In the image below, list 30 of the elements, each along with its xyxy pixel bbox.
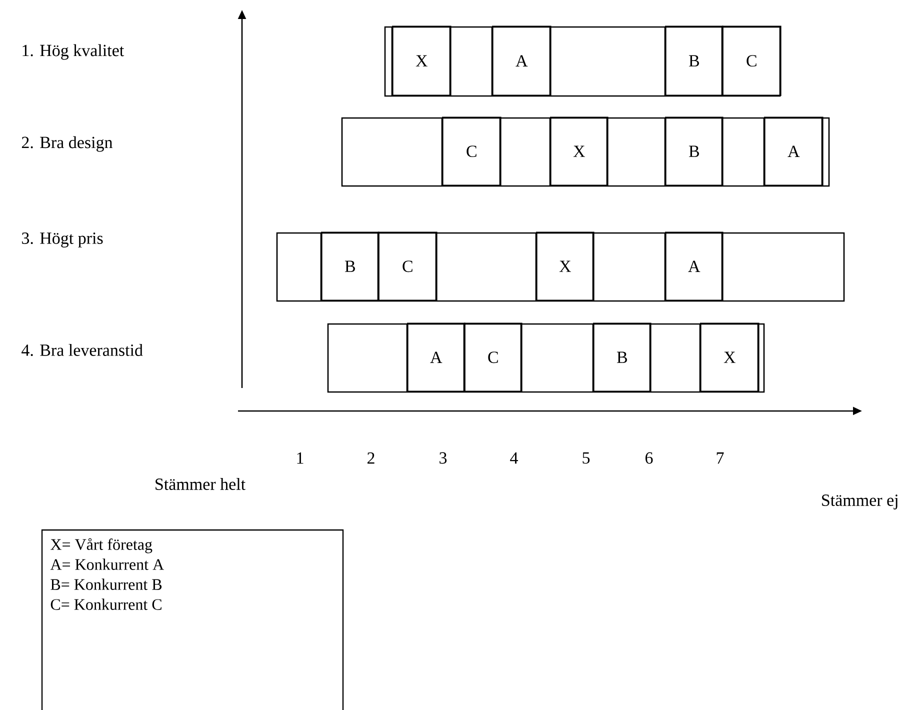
letter-cell: C: [378, 232, 438, 301]
letter-cell: A: [665, 232, 724, 301]
letter-cell: A: [407, 322, 466, 392]
row-label: 1. Hög kvalitet: [22, 44, 124, 60]
letter-cell: B: [321, 232, 380, 301]
tick-label: 1: [297, 452, 304, 464]
letter-cell: B: [665, 26, 724, 96]
tick-label: 3: [440, 452, 447, 464]
axis-label: Stämmer ej: [822, 494, 898, 510]
letter-cell: C: [464, 322, 522, 392]
letter-cell: B: [593, 322, 652, 392]
legend-box: X= Vårt företag A= Konkurrent A B= Konkurrent B C= Konkurrent C: [41, 529, 344, 710]
letter-cell: C: [722, 26, 782, 96]
row-label: 4. Bra leveranstid: [22, 344, 143, 356]
letter-cell: B: [665, 116, 724, 186]
tick-label: 4: [510, 452, 518, 464]
letter-cell: X: [550, 116, 608, 186]
letter-cell: X: [700, 322, 760, 392]
tick-label: 6: [646, 452, 653, 464]
letter-cell: X: [536, 232, 594, 301]
row-label: 3. Högt pris: [22, 232, 103, 248]
letter-cell: X: [392, 26, 452, 96]
letter-cell: A: [764, 116, 824, 186]
tick-label: 7: [716, 452, 724, 464]
tick-label: 2: [368, 452, 374, 464]
letter-cell: A: [492, 26, 552, 96]
row-label: 2. Bra design: [22, 136, 113, 152]
axis-label: Stämmer helt: [156, 478, 246, 490]
letter-cell: C: [442, 116, 502, 186]
tick-label: 5: [582, 452, 590, 464]
